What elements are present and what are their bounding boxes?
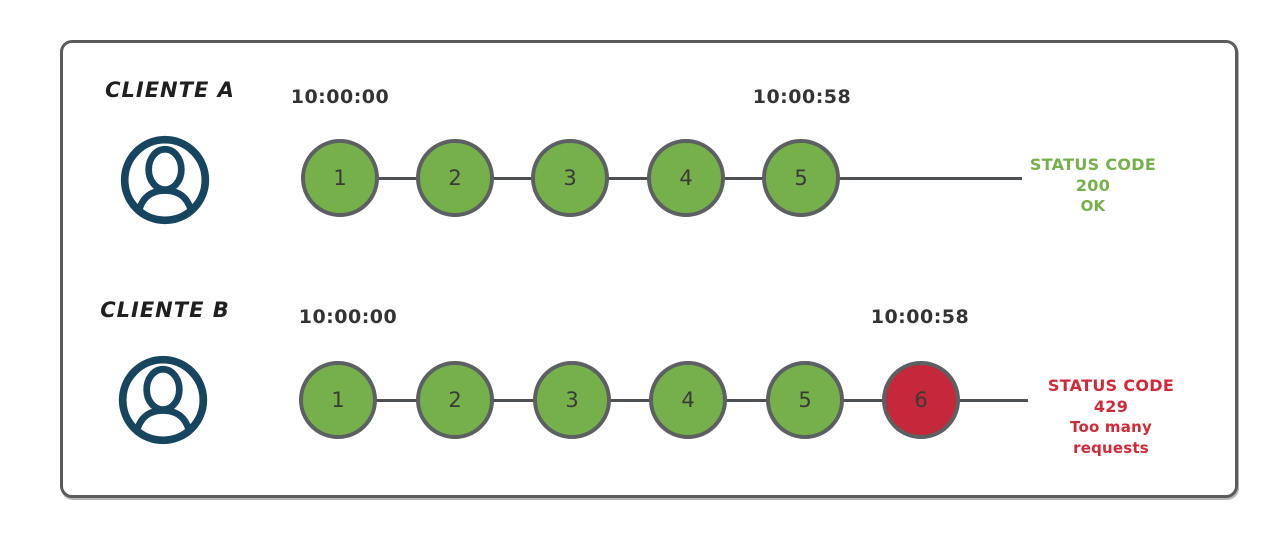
- request-node-b3: 3: [533, 361, 611, 439]
- request-node-a3: 3: [531, 139, 609, 217]
- request-number: 4: [679, 166, 693, 190]
- user-icon: [117, 132, 213, 228]
- client-a-label: CLIENTE A: [105, 78, 235, 102]
- status-code-text: STATUS CODE 200: [1029, 155, 1157, 195]
- user-icon-glyph: [120, 135, 210, 225]
- request-number: 3: [563, 166, 577, 190]
- user-icon: [115, 352, 211, 448]
- request-node-b1: 1: [299, 361, 377, 439]
- request-node-b2: 2: [416, 361, 494, 439]
- request-node-b6-rate-limited: 6: [882, 361, 960, 439]
- diagram-frame: [60, 40, 1238, 498]
- request-number: 5: [798, 388, 812, 412]
- user-icon-glyph: [118, 355, 208, 445]
- client-b-start-time: 10:00:00: [298, 306, 398, 328]
- request-node-a1: 1: [301, 139, 379, 217]
- status-message-text: OK: [1080, 197, 1106, 215]
- request-node-b5: 5: [766, 361, 844, 439]
- client-a-end-time: 10:00:58: [752, 86, 852, 108]
- client-b-status: STATUS CODE 429 Too many requests: [1030, 375, 1192, 459]
- client-a-start-time: 10:00:00: [290, 86, 390, 108]
- request-node-a4: 4: [647, 139, 725, 217]
- request-number: 1: [333, 166, 347, 190]
- request-node-a2: 2: [416, 139, 494, 217]
- request-node-b4: 4: [649, 361, 727, 439]
- request-number: 5: [794, 166, 808, 190]
- client-b-end-time: 10:00:58: [870, 306, 970, 328]
- request-number: 1: [331, 388, 345, 412]
- request-number: 3: [565, 388, 579, 412]
- request-number: 4: [681, 388, 695, 412]
- client-a-status: STATUS CODE 200 OK: [1026, 154, 1160, 217]
- status-message-text: Too many requests: [1070, 418, 1152, 457]
- request-number: 2: [448, 388, 462, 412]
- request-node-a5: 5: [762, 139, 840, 217]
- request-number: 2: [448, 166, 462, 190]
- request-number: 6: [914, 388, 928, 412]
- status-code-text: STATUS CODE 429: [1047, 376, 1175, 416]
- client-b-label: CLIENTE B: [100, 298, 230, 322]
